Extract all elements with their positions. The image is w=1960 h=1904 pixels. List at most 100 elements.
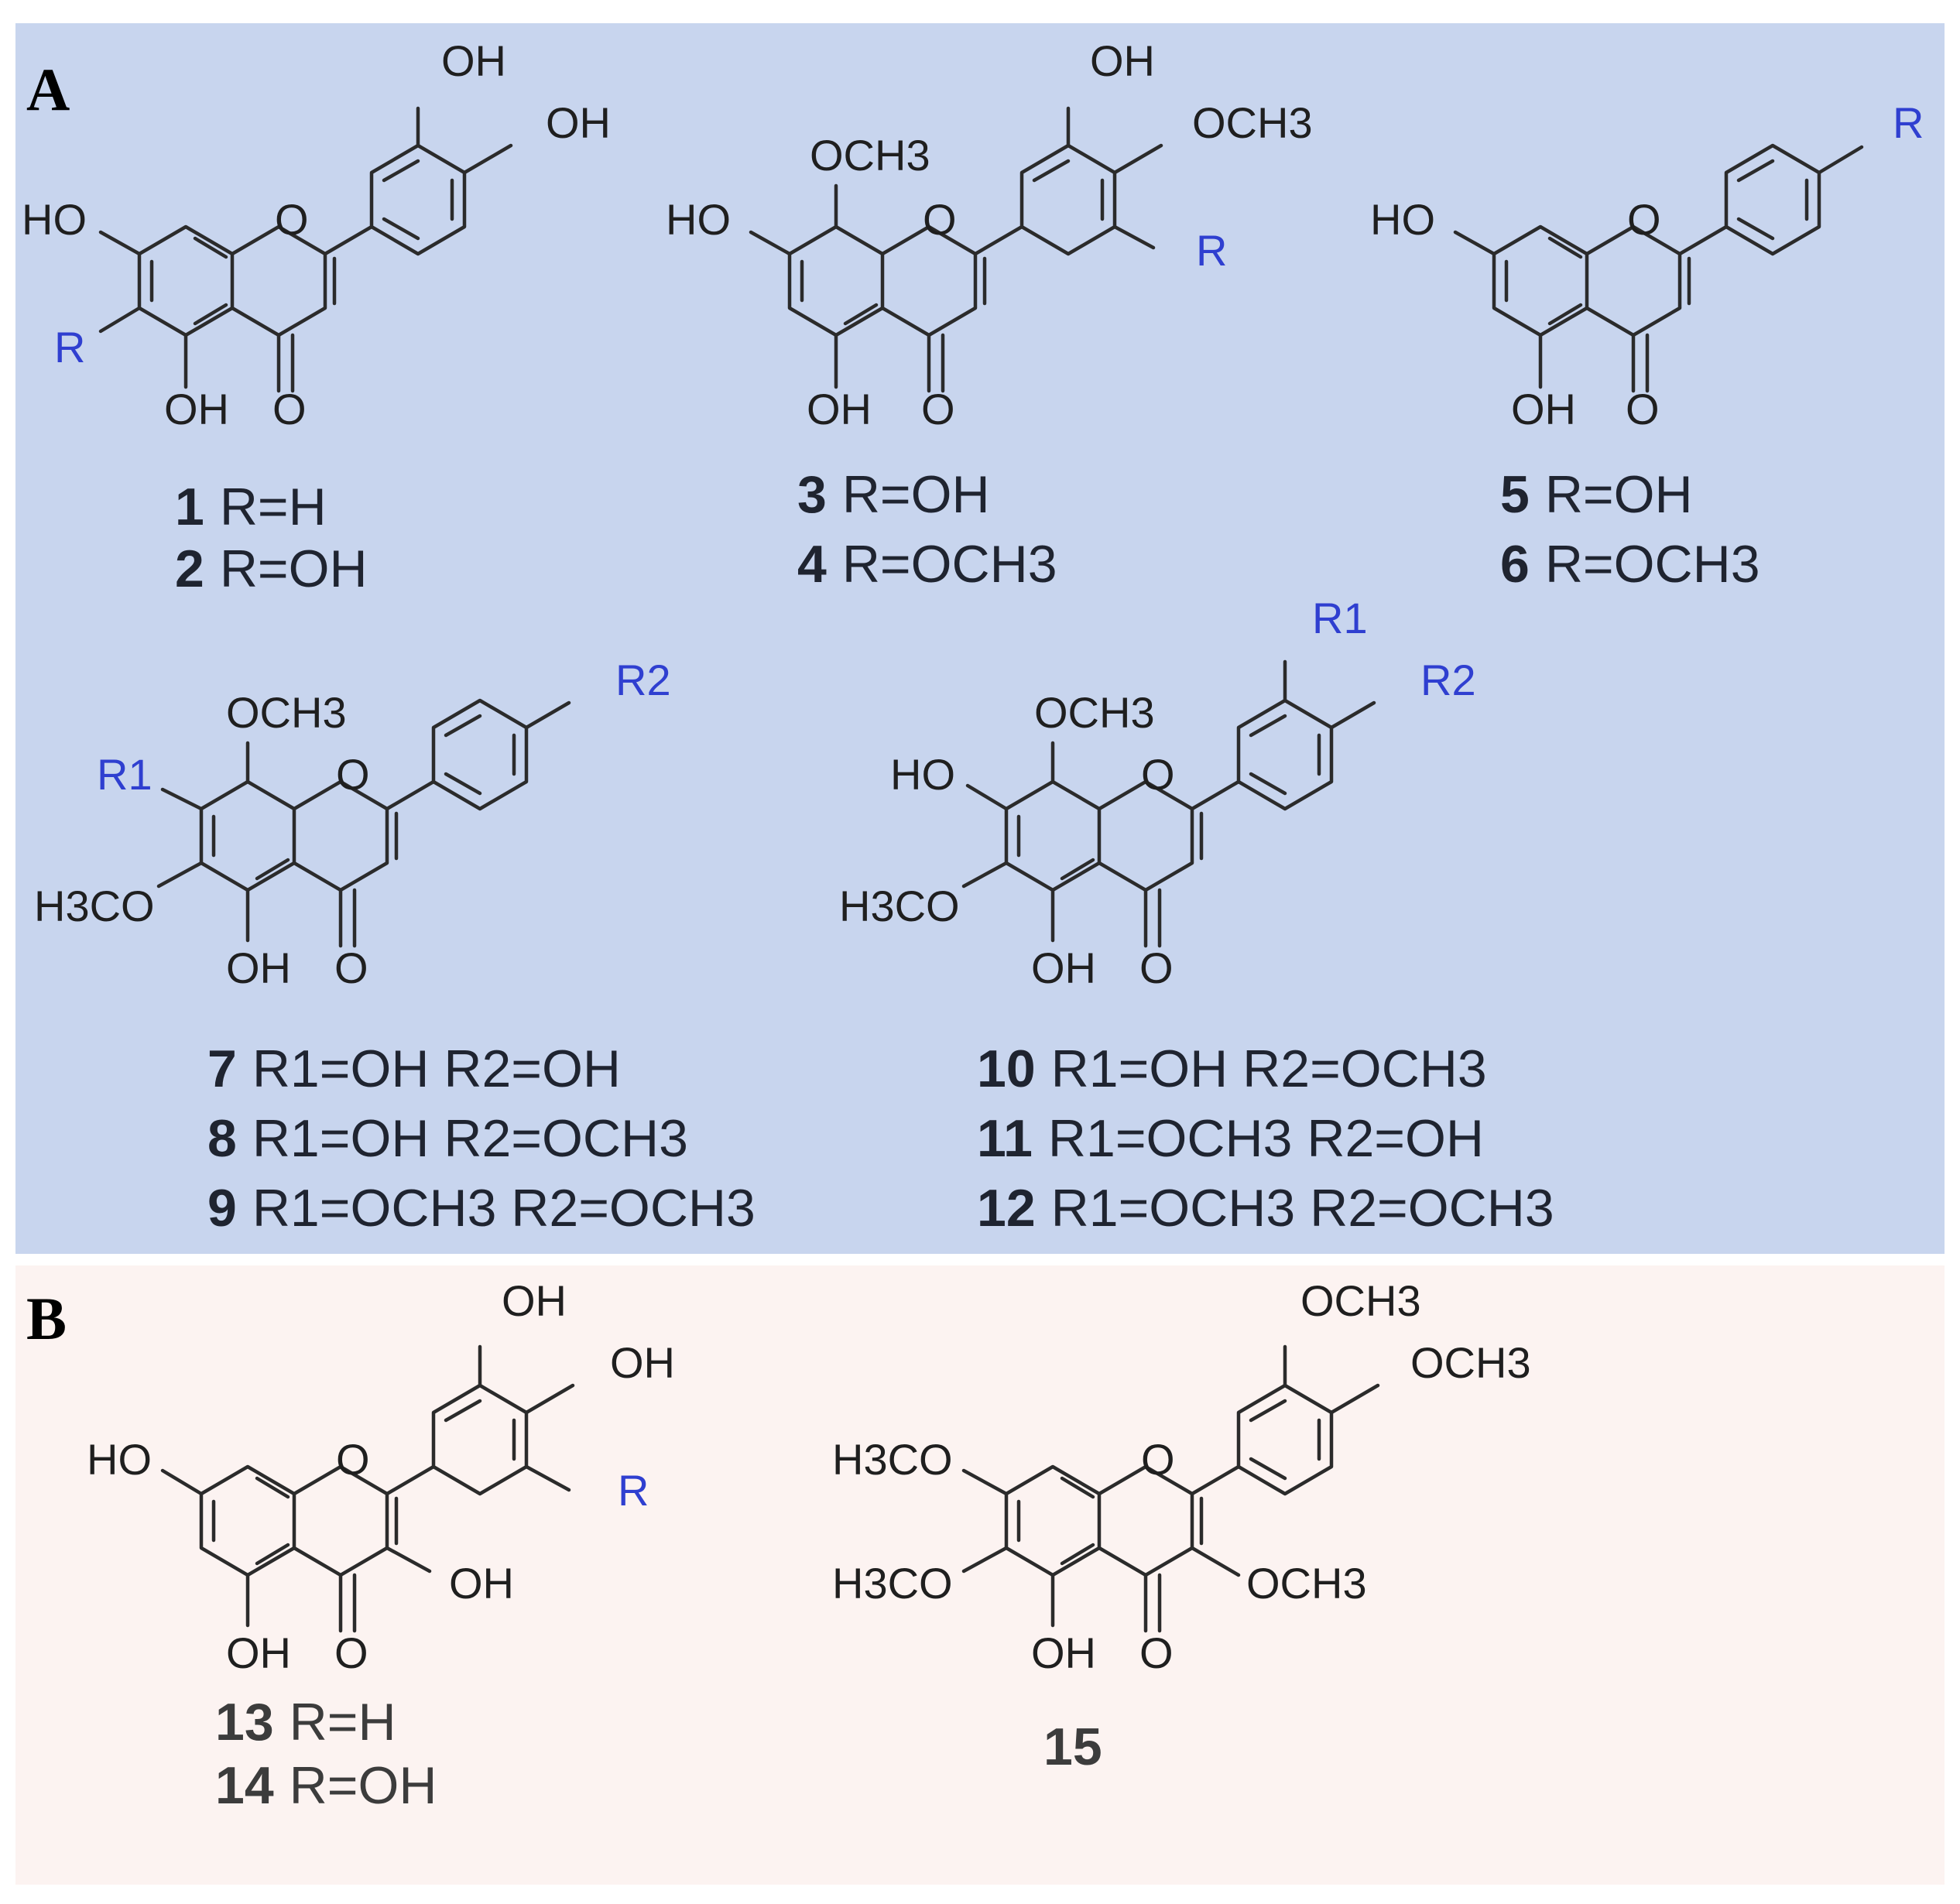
compound-substituents: R=OH: [842, 465, 990, 524]
compound-number: 15: [1043, 1717, 1102, 1776]
atom-label: O: [921, 385, 955, 433]
atom-label: O: [1139, 943, 1174, 992]
atom-label: R2: [1420, 656, 1476, 704]
atom-label: R: [54, 323, 85, 372]
atom-label: O: [334, 1628, 368, 1677]
compound-caption: 8 R1=OH R2=OCH3: [207, 1109, 688, 1168]
atom-label: OCH3: [1300, 1276, 1421, 1325]
atom-label: OCH3: [1034, 688, 1155, 737]
atom-label: HO: [666, 195, 731, 244]
atom-label: OCH3: [1246, 1559, 1367, 1608]
atom-label: OH: [226, 943, 291, 992]
atom-label: H3CO: [832, 1559, 953, 1608]
compound-substituents: R1=OCH3 R2=OCH3: [1051, 1179, 1554, 1238]
compound-number: 2: [175, 539, 204, 598]
compound-substituents: R1=OH R2=OH: [252, 1039, 621, 1098]
atom-label: R1: [97, 750, 152, 799]
compound-caption: 1 R=H: [175, 478, 327, 536]
compound-number: 10: [977, 1039, 1036, 1098]
compound-number: 1: [175, 478, 204, 536]
panel-b-background: [15, 1265, 1945, 1885]
atom-label: R: [1196, 226, 1227, 275]
atom-label: O: [275, 195, 309, 244]
atom-label: OH: [610, 1338, 675, 1387]
compound-substituents: R=H: [290, 1693, 396, 1752]
atom-label: OCH3: [810, 131, 930, 180]
compound-caption: 3 R=OH: [797, 465, 990, 524]
atom-label: OH: [441, 36, 506, 85]
compound-substituents: R1=OCH3 R2=OCH3: [252, 1179, 756, 1238]
atom-label: H3CO: [832, 1435, 953, 1484]
structure-compound-15: OCH3 OCH3 H3CO O H3CO OCH3 OH O 15: [832, 1276, 1531, 1776]
panel-b-label: B: [26, 1285, 67, 1352]
compound-number: 6: [1500, 535, 1530, 594]
compound-caption: 6 R=OCH3: [1500, 535, 1760, 594]
atom-label: OH: [502, 1276, 567, 1325]
compound-number: 14: [215, 1756, 274, 1815]
compound-substituents: R=OCH3: [842, 535, 1057, 594]
compound-caption: 11 R1=OCH3 R2=OH: [977, 1109, 1484, 1168]
atom-label: R2: [615, 656, 671, 704]
compound-substituents: R=OH: [1545, 465, 1693, 524]
atom-label: H3CO: [839, 882, 960, 930]
compound-substituents: R=OH: [220, 539, 368, 598]
compound-substituents: R1=OH R2=OCH3: [1051, 1039, 1487, 1098]
atom-label: R: [1893, 98, 1924, 147]
compound-substituents: R=H: [220, 478, 327, 536]
atom-label: OH: [449, 1559, 514, 1608]
compound-caption: 9 R1=OCH3 R2=OCH3: [207, 1179, 756, 1238]
compound-caption: 10 R1=OH R2=OCH3: [977, 1039, 1487, 1098]
compound-number: 8: [207, 1109, 237, 1168]
structure-compound-3-4: OH OCH3 OCH3 HO O R OH O 3 R=OH 4 R=OCH3: [666, 36, 1313, 594]
structure-compound-10-11-12: R1 OCH3 R2 HO O H3CO OH O 10 R1=OH R2=OCH…: [839, 594, 1554, 1238]
atom-label: OCH3: [1410, 1338, 1531, 1387]
atom-label: OH: [807, 385, 872, 433]
atom-label: HO: [1370, 195, 1435, 244]
compound-number: 9: [207, 1179, 237, 1238]
atom-label: O: [1626, 385, 1660, 433]
panel-a-label: A: [26, 56, 70, 123]
compound-caption: 2 R=OH: [175, 539, 368, 598]
atom-label: OH: [1090, 36, 1155, 85]
atom-label: OH: [226, 1628, 291, 1677]
compound-substituents: R=OH: [290, 1756, 437, 1815]
atom-label: OCH3: [1192, 98, 1313, 147]
atom-label: OH: [1031, 943, 1096, 992]
panel-a-background: [15, 23, 1945, 1254]
compound-substituents: R=OCH3: [1545, 535, 1760, 594]
atom-label: R1: [1312, 594, 1368, 642]
compound-number: 3: [797, 465, 827, 524]
compound-caption: 12 R1=OCH3 R2=OCH3: [977, 1179, 1554, 1238]
compound-caption: 14 R=OH: [215, 1756, 437, 1815]
atom-label: H3CO: [34, 882, 155, 930]
compound-number: 12: [977, 1179, 1036, 1238]
atom-label: O: [336, 1435, 370, 1484]
atom-label: OH: [1511, 385, 1576, 433]
atom-label: R: [618, 1466, 649, 1515]
compound-caption: 4 R=OCH3: [797, 535, 1057, 594]
atom-label: HO: [87, 1435, 152, 1484]
compound-caption: 15: [1043, 1717, 1102, 1776]
atom-label: OCH3: [226, 688, 347, 737]
atom-label: O: [1141, 1435, 1175, 1484]
atom-label: O: [1139, 1628, 1174, 1677]
atom-label: OH: [164, 385, 229, 433]
atom-label: O: [1141, 750, 1175, 799]
atom-label: O: [923, 195, 957, 244]
compound-substituents: R1=OH R2=OCH3: [252, 1109, 688, 1168]
compound-number: 5: [1500, 465, 1530, 524]
atom-label: O: [336, 750, 370, 799]
atom-label: HO: [890, 750, 955, 799]
compound-number: 11: [977, 1109, 1033, 1168]
compound-number: 7: [207, 1039, 237, 1098]
compound-number: 4: [797, 535, 827, 594]
atom-label: O: [334, 943, 368, 992]
compound-substituents: R1=OCH3 R2=OH: [1048, 1109, 1484, 1168]
compound-caption: 5 R=OH: [1500, 465, 1693, 524]
